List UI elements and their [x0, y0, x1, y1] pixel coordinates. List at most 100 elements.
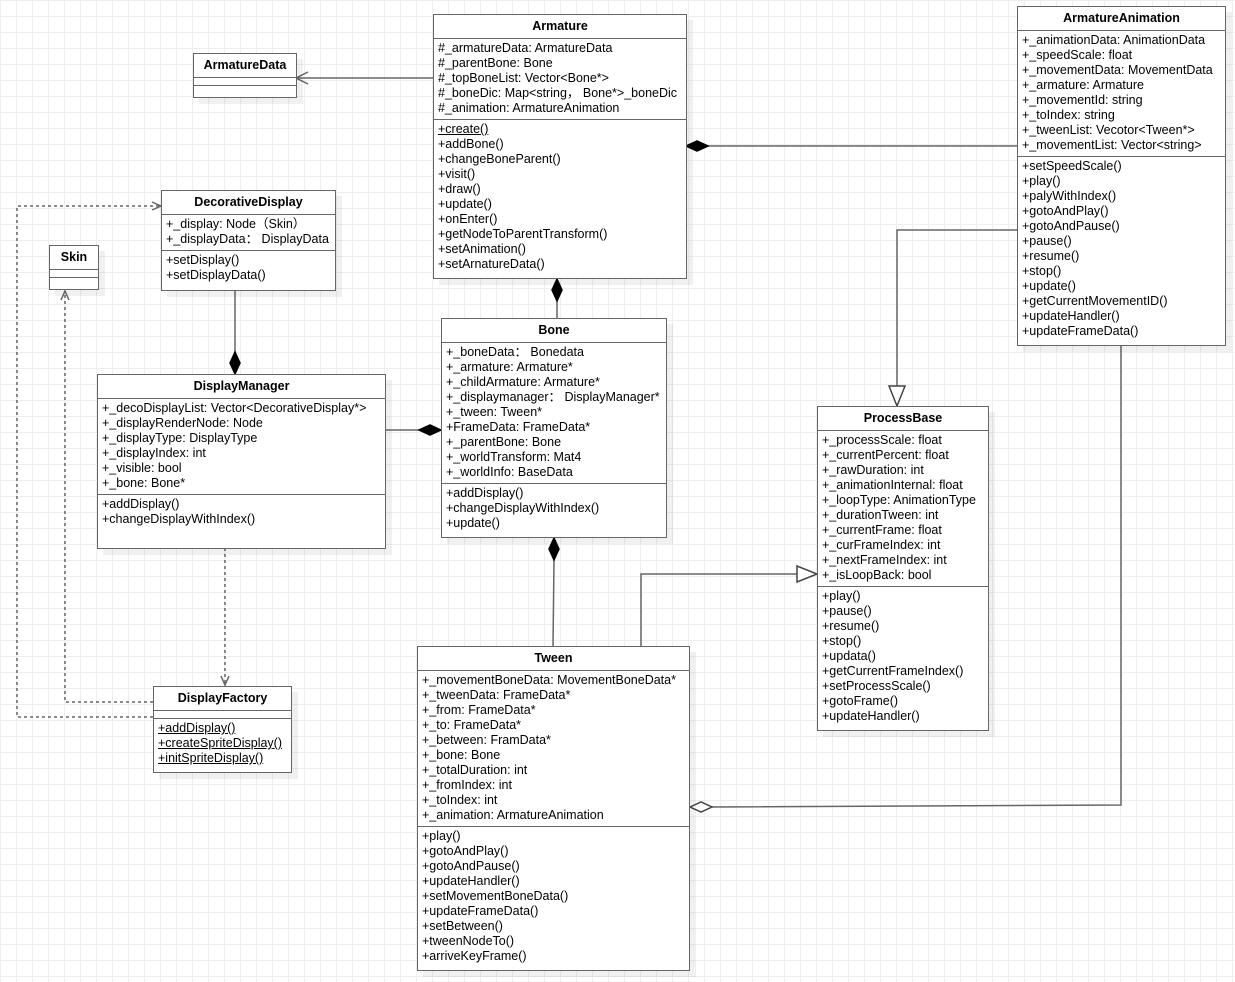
operation-item: +setProcessScale()	[822, 679, 931, 693]
attribute-item: +_tweenData: FrameData*	[422, 688, 571, 702]
attribute-item: +_animationData: AnimationData	[1022, 33, 1206, 47]
class-displaymanager[interactable]: DisplayManager +_decoDisplayList: Vector…	[97, 374, 386, 549]
attribute-item: +_totalDuration: int	[422, 763, 528, 777]
class-name: ProcessBase	[818, 407, 988, 431]
attribute-item: +_nextFrameIndex: int	[822, 553, 947, 567]
operation-item: +gotoAndPause()	[1022, 219, 1120, 233]
operation-item: +gotoAndPlay()	[1022, 204, 1109, 218]
edge-armature-armaturedata	[294, 71, 433, 85]
class-decorativedisplay[interactable]: DecorativeDisplay +_display: Node（Skin） +…	[161, 190, 336, 291]
operation-list: +play()+gotoAndPlay()+gotoAndPause()+upd…	[418, 827, 689, 966]
attribute-item: +_displayRenderNode: Node	[102, 416, 263, 430]
attribute-item: +_displayIndex: int	[102, 446, 206, 460]
operation-item: +stop()	[822, 634, 862, 648]
operation-item: +visit()	[438, 167, 476, 181]
attribute-item: #_boneDic: Map<string， Bone*>_boneDic	[438, 86, 678, 100]
attribute-item: +_toIndex: int	[422, 793, 498, 807]
operation-item: +getNodeToParentTransform()	[438, 227, 608, 241]
operation-item: +play()	[1022, 174, 1061, 188]
attribute-item: +_worldTransform: Mat4	[446, 450, 582, 464]
attribute-item: +_movementId: string	[1022, 93, 1143, 107]
class-name: Bone	[442, 319, 666, 343]
operation-item: +resume()	[1022, 249, 1080, 263]
attribute-item: +_movementData: MovementData	[1022, 63, 1213, 77]
attribute-item: +FrameData: FrameData*	[446, 420, 591, 434]
edge-armatureanimation-processbase	[887, 229, 1017, 409]
attribute-list: +_decoDisplayList: Vector<DecorativeDisp…	[98, 399, 385, 495]
edge-displaymanager-decorativedisplay	[229, 290, 241, 376]
edge-bone-displaymanager	[385, 424, 443, 436]
operation-item: +changeBoneParent()	[438, 152, 561, 166]
attribute-item: +_visible: bool	[102, 461, 182, 475]
operation-item: +arriveKeyFrame()	[422, 949, 527, 963]
operation-list: +play()+pause()+resume()+stop()+updata()…	[818, 587, 988, 726]
operation-item: +update()	[1022, 279, 1076, 293]
attribute-item: +_parentBone: Bone	[446, 435, 562, 449]
operation-item: +gotoAndPause()	[422, 859, 520, 873]
class-tween[interactable]: Tween +_movementBoneData: MovementBoneDa…	[417, 646, 690, 971]
operation-item: +updateHandler()	[422, 874, 520, 888]
operation-list	[50, 278, 98, 285]
operation-item: +updateHandler()	[822, 709, 920, 723]
edge-armature-bone	[551, 277, 563, 318]
attribute-item: +_rawDuration: int	[822, 463, 924, 477]
attribute-item: #_topBoneList: Vector<Bone*>	[438, 71, 609, 85]
attribute-item: +_fromIndex: int	[422, 778, 512, 792]
operation-list: +addDisplay()+createSpriteDisplay()+init…	[154, 719, 291, 768]
class-processbase[interactable]: ProcessBase +_processScale: float+_curre…	[817, 406, 989, 731]
attribute-item: +_between: FramData*	[422, 733, 551, 747]
attribute-item: +_loopType: AnimationType	[822, 493, 976, 507]
operation-item: +updateFrameData()	[1022, 324, 1139, 338]
operation-item: +onEnter()	[438, 212, 498, 226]
class-armature[interactable]: Armature #_armatureData: ArmatureData#_p…	[433, 14, 687, 279]
attribute-item: +_tween: Tween*	[446, 405, 543, 419]
operation-item: +addDisplay()	[446, 486, 524, 500]
operation-item: +setSpeedScale()	[1022, 159, 1122, 173]
operation-item: +updata()	[822, 649, 876, 663]
attribute-list: +_animationData: AnimationData+_speedSca…	[1018, 31, 1225, 157]
class-bone[interactable]: Bone +_boneData： Bonedata+_armature: Arm…	[441, 318, 667, 538]
attribute-list	[154, 711, 291, 719]
operation-item: +changeDisplayWithIndex()	[446, 501, 600, 515]
class-armatureanimation[interactable]: ArmatureAnimation +_animationData: Anima…	[1017, 6, 1226, 346]
attribute-list: #_armatureData: ArmatureData#_parentBone…	[434, 39, 686, 120]
class-name: DecorativeDisplay	[162, 191, 335, 215]
operation-list	[194, 86, 296, 93]
attribute-item: +_armature: Armature	[1022, 78, 1144, 92]
operation-list: +addDisplay()+changeDisplayWithIndex()+u…	[442, 484, 666, 533]
attribute-list	[50, 270, 98, 278]
edge-displaymanager-displayfactory-arrow	[220, 675, 230, 687]
class-skin[interactable]: Skin	[49, 245, 99, 290]
attribute-item: +_tweenList: Vecotor<Tween*>	[1022, 123, 1195, 137]
attribute-item: +_bone: Bone	[422, 748, 501, 762]
operation-item: +setAnimation()	[438, 242, 526, 256]
attribute-item: +_currentFrame: float	[822, 523, 942, 537]
attribute-item: +_movementBoneData: MovementBoneData*	[422, 673, 676, 687]
class-displayfactory[interactable]: DisplayFactory +addDisplay()+createSprit…	[153, 686, 292, 773]
attribute-item: +_decoDisplayList: Vector<DecorativeDisp…	[102, 401, 367, 415]
class-armaturedata[interactable]: ArmatureData	[193, 53, 297, 98]
operation-item: +gotoAndPlay()	[422, 844, 509, 858]
operation-item: +getCurrentFrameIndex()	[822, 664, 964, 678]
operation-item: +addBone()	[438, 137, 504, 151]
class-name: Armature	[434, 15, 686, 39]
operation-item: +initSpriteDisplay()	[158, 751, 264, 765]
operation-item: +addDisplay()	[102, 497, 180, 511]
attribute-list: +_processScale: float+_currentPercent: f…	[818, 431, 988, 587]
edge-tween-processbase	[640, 564, 820, 646]
attribute-item: +_to: FrameData*	[422, 718, 522, 732]
operation-list: +setSpeedScale()+play()+palyWithIndex()+…	[1018, 157, 1225, 341]
operation-list: +create()+addBone()+changeBoneParent()+v…	[434, 120, 686, 274]
class-name: DisplayManager	[98, 375, 385, 399]
attribute-item: +_currentPercent: float	[822, 448, 949, 462]
operation-item: +setBetween()	[422, 919, 503, 933]
operation-item: +updateHandler()	[1022, 309, 1120, 323]
attribute-item: +_armature: Armature*	[446, 360, 573, 374]
attribute-item: +_display: Node（Skin）	[166, 217, 306, 231]
operation-item: +stop()	[1022, 264, 1062, 278]
attribute-item: +_animation: ArmatureAnimation	[422, 808, 604, 822]
operation-item: +setDisplayData()	[166, 268, 266, 282]
attribute-item: +_processScale: float	[822, 433, 942, 447]
operation-item: +play()	[822, 589, 861, 603]
edge-bone-tween	[548, 536, 560, 647]
